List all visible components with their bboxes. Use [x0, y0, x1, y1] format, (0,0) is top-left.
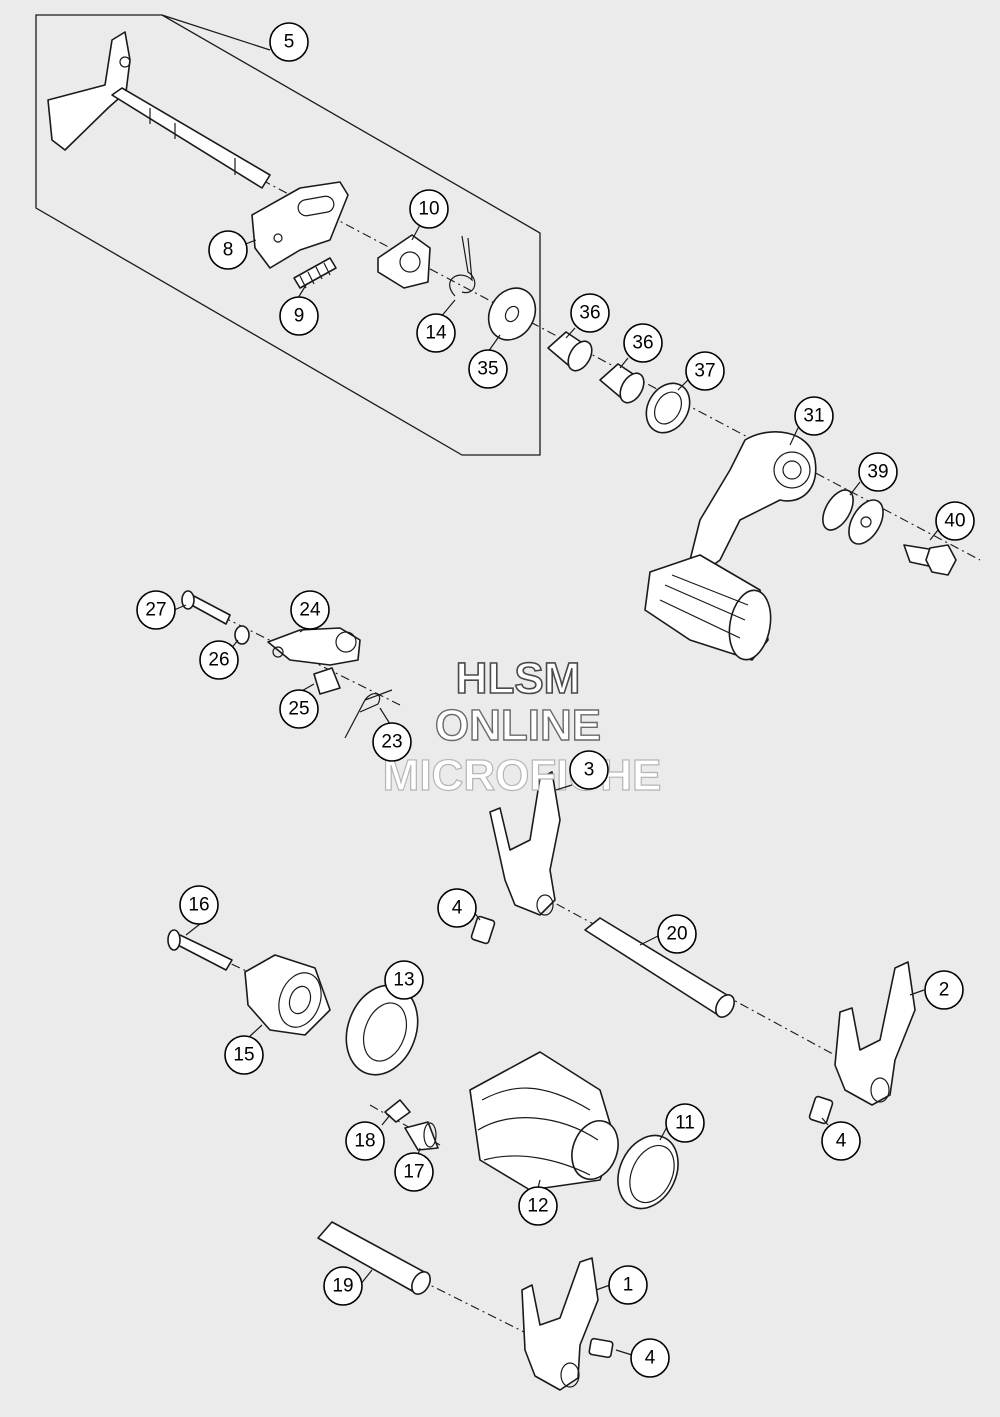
bearing-13	[345, 984, 419, 1076]
callout-4-b-label: 4	[836, 1131, 847, 1152]
callout-18: 18	[345, 1121, 385, 1161]
callout-23-label: 23	[381, 732, 402, 753]
callout-12-label: 12	[527, 1196, 548, 1217]
needle-bearing-a	[547, 331, 593, 372]
callout-1-label: 1	[623, 1275, 634, 1296]
callout-1: 1	[608, 1265, 648, 1305]
callout-39: 39	[858, 452, 898, 492]
watermark: HLSM ONLINE MICROFICHE	[382, 653, 662, 800]
callout-17: 17	[394, 1152, 434, 1192]
callout-31-label: 31	[803, 406, 824, 427]
callout-19-label: 19	[332, 1276, 353, 1297]
callout-12: 12	[518, 1186, 558, 1226]
callout-15-label: 15	[233, 1045, 254, 1066]
callout-36-a-label: 36	[579, 303, 600, 324]
watermark-line3: MICROFICHE	[383, 751, 662, 800]
shift-fork-3	[489, 771, 561, 916]
callout-5-label: 5	[284, 32, 295, 53]
callout-4-c-label: 4	[645, 1348, 656, 1369]
callout-37: 37	[685, 351, 725, 391]
guide-pin-b	[808, 1095, 834, 1125]
callout-24: 24	[290, 590, 330, 630]
callout-20: 20	[657, 914, 697, 954]
shift-lever	[644, 431, 817, 661]
callout-3: 3	[569, 750, 609, 790]
fork-rod-20	[584, 917, 735, 1018]
callout-19: 19	[323, 1266, 363, 1306]
callout-35-label: 35	[477, 359, 498, 380]
shift-drum	[469, 1051, 619, 1191]
callout-leaders	[161, 14, 939, 1356]
callout-2-label: 2	[939, 980, 950, 1001]
callout-14: 14	[416, 313, 456, 353]
lock-washers	[822, 489, 884, 545]
callout-25: 25	[279, 689, 319, 729]
shift-plate	[251, 181, 349, 269]
callout-25-label: 25	[288, 699, 309, 720]
callout-36-a: 36	[570, 293, 610, 333]
callout-18-label: 18	[354, 1131, 375, 1152]
bolt-16	[167, 929, 233, 971]
callout-4-a: 4	[437, 888, 477, 928]
spring-clip	[449, 235, 476, 297]
callout-35: 35	[468, 349, 508, 389]
callout-11-label: 11	[675, 1113, 695, 1134]
callout-31: 31	[794, 396, 834, 436]
callout-4-c: 4	[630, 1338, 670, 1378]
callout-20-label: 20	[666, 924, 687, 945]
spring-9	[293, 257, 337, 289]
shift-drum-locating	[244, 954, 331, 1036]
callout-13-label: 13	[393, 970, 414, 991]
fork-rod-19	[317, 1221, 431, 1295]
lever-bolt	[903, 544, 957, 576]
callout-10: 10	[409, 189, 449, 229]
callout-14-label: 14	[425, 323, 447, 344]
callout-5: 5	[269, 22, 309, 62]
callout-11: 11	[665, 1103, 705, 1143]
callout-27-label: 27	[145, 600, 166, 621]
callout-36-b: 36	[623, 323, 663, 363]
callout-16-label: 16	[188, 895, 209, 916]
watermark-line1: HLSM	[456, 654, 581, 703]
callout-37-label: 37	[694, 361, 715, 382]
callout-40-label: 40	[944, 511, 965, 532]
callout-26: 26	[199, 640, 239, 680]
callout-23: 23	[372, 722, 412, 762]
callout-24-label: 24	[299, 600, 321, 621]
seal-ring	[645, 382, 691, 434]
guide-pin-a	[470, 915, 496, 945]
callout-26-label: 26	[208, 650, 229, 671]
shift-cam	[377, 234, 431, 289]
locking-lever-group	[181, 590, 393, 739]
callout-2: 2	[924, 970, 964, 1010]
locating-pin-group	[384, 1099, 439, 1151]
shift-fork-1	[521, 1257, 599, 1391]
watermark-line2: ONLINE	[435, 701, 601, 750]
callout-36-b-label: 36	[632, 333, 653, 354]
callout-10-label: 10	[418, 199, 439, 220]
callout-39-label: 39	[867, 462, 888, 483]
callout-15: 15	[224, 1035, 264, 1075]
callout-3-label: 3	[584, 760, 595, 781]
callout-27: 27	[136, 590, 176, 630]
bearing-11	[617, 1134, 679, 1210]
callout-4-a-label: 4	[452, 898, 463, 919]
guide-pin-c	[588, 1337, 614, 1359]
callout-40: 40	[935, 501, 975, 541]
callout-9: 9	[279, 296, 319, 336]
washer-35	[487, 287, 537, 341]
callout-8: 8	[208, 230, 248, 270]
callout-16: 16	[179, 885, 219, 925]
callout-4-b: 4	[821, 1121, 861, 1161]
callout-17-label: 17	[403, 1162, 424, 1183]
needle-bearing-b	[599, 363, 645, 404]
shift-shaft	[47, 31, 271, 189]
callout-8-label: 8	[223, 240, 234, 261]
shift-fork-2	[834, 961, 916, 1106]
callout-9-label: 9	[294, 306, 305, 327]
callout-13: 13	[384, 960, 424, 1000]
